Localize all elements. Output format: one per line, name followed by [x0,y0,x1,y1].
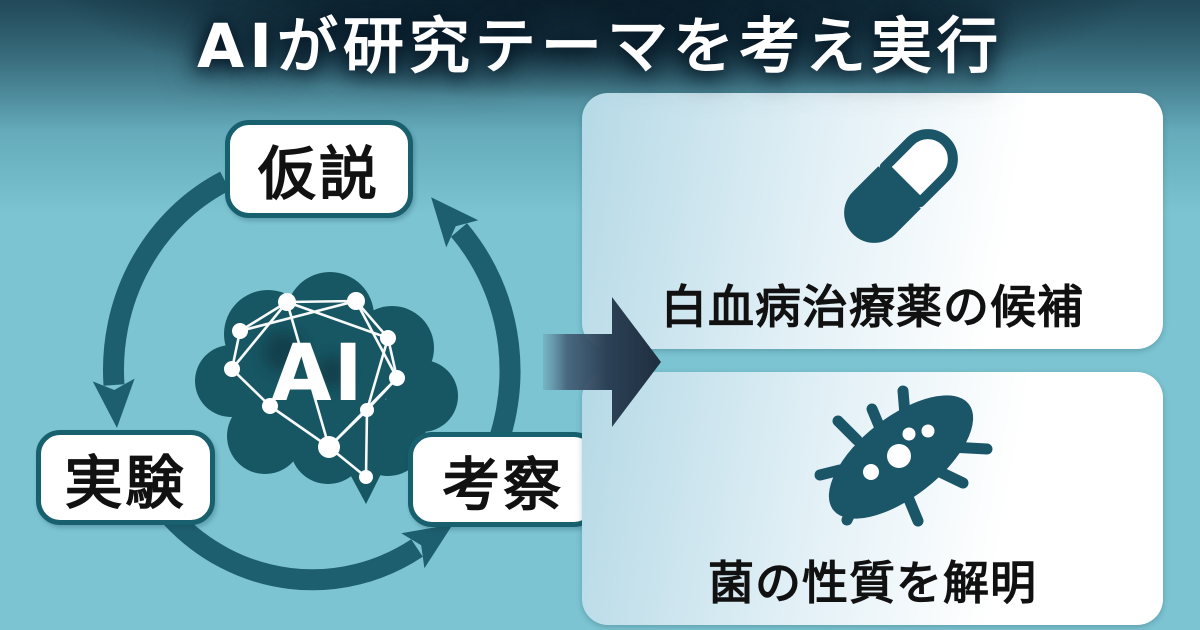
outcome-label-bacteria: 菌の性質を解明 [708,556,1037,610]
ai-brain-icon: AI [195,272,458,504]
page-title: AIが研究テーマを考え実行 [197,10,1003,82]
cycle-arrow-hypothesis-to-experiment [92,171,230,428]
cycle-step-analysis: 考察 [408,432,598,527]
cycle-step-label: 仮説 [257,140,380,208]
cycle-step-hypothesis: 仮説 [225,120,413,218]
cycle-step-experiment: 実験 [36,430,215,525]
flow-arrow-icon [543,297,661,427]
cycle-step-label: 考察 [441,450,564,519]
cycle-step-label: 実験 [64,448,187,517]
ai-label: AI [271,329,364,419]
research-cycle-diagram: AI [92,171,521,591]
outcome-label-drug: 白血病治療薬の候補 [661,280,1084,334]
cycle-arrow-experiment-to-analysis [164,510,453,591]
